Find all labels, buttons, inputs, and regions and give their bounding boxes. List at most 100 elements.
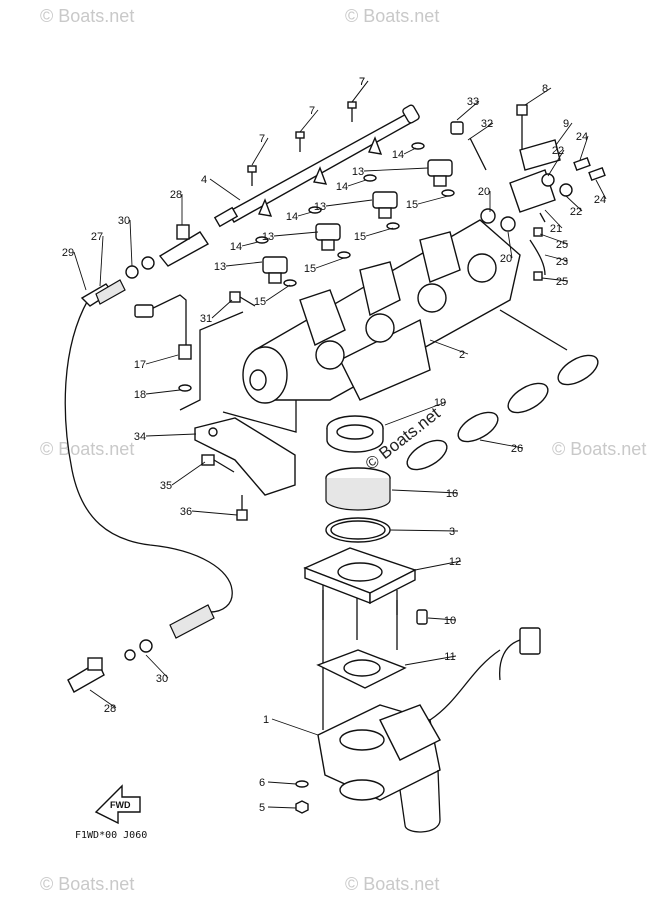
callout-number: 9 <box>563 118 569 130</box>
bolt-36 <box>236 495 248 521</box>
watermark-text: © Boats.net <box>40 6 134 26</box>
leader-line <box>351 80 369 103</box>
callout-number: 25 <box>556 276 568 288</box>
leader-line <box>579 135 589 161</box>
callout-number: 35 <box>160 480 172 492</box>
callout-number: 7 <box>359 76 365 88</box>
bolt-31 <box>229 291 256 307</box>
callout-number: 19 <box>434 397 446 409</box>
callout-number: 14 <box>336 181 348 193</box>
callout-number: 13 <box>314 201 326 213</box>
leader-line <box>555 122 573 146</box>
callout-number: 27 <box>91 231 103 243</box>
lower-hose-fittings <box>67 604 215 693</box>
callout-number: 7 <box>359 76 365 88</box>
callout-number: 1 <box>263 714 269 726</box>
callout-number: 5 <box>259 802 265 814</box>
callout-labels: 1234567777891011121313131314141414151515… <box>62 76 606 814</box>
leader-line <box>347 179 367 187</box>
leader-line <box>544 209 563 229</box>
leader-line <box>544 254 569 262</box>
leader-line <box>211 299 233 319</box>
leader-line <box>565 195 583 212</box>
callout-number: 26 <box>511 443 523 455</box>
bolt-35 <box>201 454 235 473</box>
callout-number: 20 <box>500 253 512 265</box>
leader-line <box>89 689 117 709</box>
leader-line <box>145 389 181 395</box>
leader-line <box>145 433 197 437</box>
leader-line <box>456 100 480 121</box>
callout-number: 25 <box>556 239 568 251</box>
watermark-text: © Boats.net <box>40 439 134 459</box>
callout-number: 20 <box>478 186 490 198</box>
leader-line <box>539 233 569 245</box>
callout-number: 12 <box>449 556 461 568</box>
leader-line <box>171 461 206 486</box>
callout-number: 14 <box>230 241 242 253</box>
callout-number: 6 <box>259 777 265 789</box>
leader-line <box>427 617 457 621</box>
leader-line <box>429 339 469 355</box>
callout-number: 33 <box>467 96 479 108</box>
callout-number: 34 <box>134 431 146 443</box>
sensor-17 <box>134 294 192 360</box>
leader-line <box>129 219 133 267</box>
callout-number: 24 <box>594 194 606 206</box>
callout-number: 30 <box>118 215 130 227</box>
leader-line <box>273 231 319 237</box>
callout-number: 16 <box>446 488 458 500</box>
o-rings <box>255 142 455 287</box>
leader-line <box>145 354 179 365</box>
leader-line <box>241 241 259 247</box>
throttle-spacer <box>303 547 417 640</box>
callout-number: 22 <box>570 206 582 218</box>
throttle-body <box>317 649 501 833</box>
callout-number: 32 <box>481 118 493 130</box>
leader-line <box>267 781 297 785</box>
callout-number: 11 <box>444 651 455 663</box>
callout-number: 24 <box>576 131 588 143</box>
callout-number: 15 <box>354 231 366 243</box>
watermark-text: © Boats.net <box>345 6 439 26</box>
leader-line <box>267 806 297 809</box>
nut-5 <box>295 800 309 814</box>
leader-line <box>145 654 169 679</box>
figure-code: F1WD*00 J060 <box>75 830 147 841</box>
washer-18 <box>178 384 192 392</box>
leader-line <box>365 227 394 237</box>
callout-number: 7 <box>259 133 265 145</box>
leader-line <box>547 149 565 177</box>
callout-number: 21 <box>550 223 562 235</box>
callout-number: 28 <box>104 703 116 715</box>
throttle-gasket <box>316 649 407 689</box>
leader-line <box>389 529 459 532</box>
leader-line <box>297 211 313 217</box>
leader-line <box>507 231 513 259</box>
leader-line <box>271 718 319 736</box>
callout-number: 30 <box>156 673 168 685</box>
leader-line <box>417 195 449 205</box>
callout-number: 2 <box>459 349 465 361</box>
callout-number: 15 <box>406 199 418 211</box>
intake-manifold <box>242 219 521 404</box>
leader-line <box>541 277 569 282</box>
leader-line <box>315 257 345 269</box>
leader-line <box>265 284 291 302</box>
callout-number: 18 <box>134 389 146 401</box>
fwd-arrow-icon: FWD <box>94 784 141 825</box>
manifold-gasket <box>406 354 599 471</box>
leader-line <box>479 439 524 449</box>
callout-number: 3 <box>449 526 455 538</box>
bracket-34 <box>194 417 296 496</box>
wiring-connector <box>499 627 541 681</box>
intake-ring-stack <box>325 415 391 543</box>
callout-number: 23 <box>556 256 568 268</box>
callout-number: 7 <box>309 105 315 117</box>
callout-number: 14 <box>286 211 298 223</box>
leader-line <box>99 235 104 287</box>
watermark-text: © Boats.net <box>552 439 646 459</box>
leader-lines <box>73 80 607 809</box>
callout-number: 17 <box>134 359 146 371</box>
